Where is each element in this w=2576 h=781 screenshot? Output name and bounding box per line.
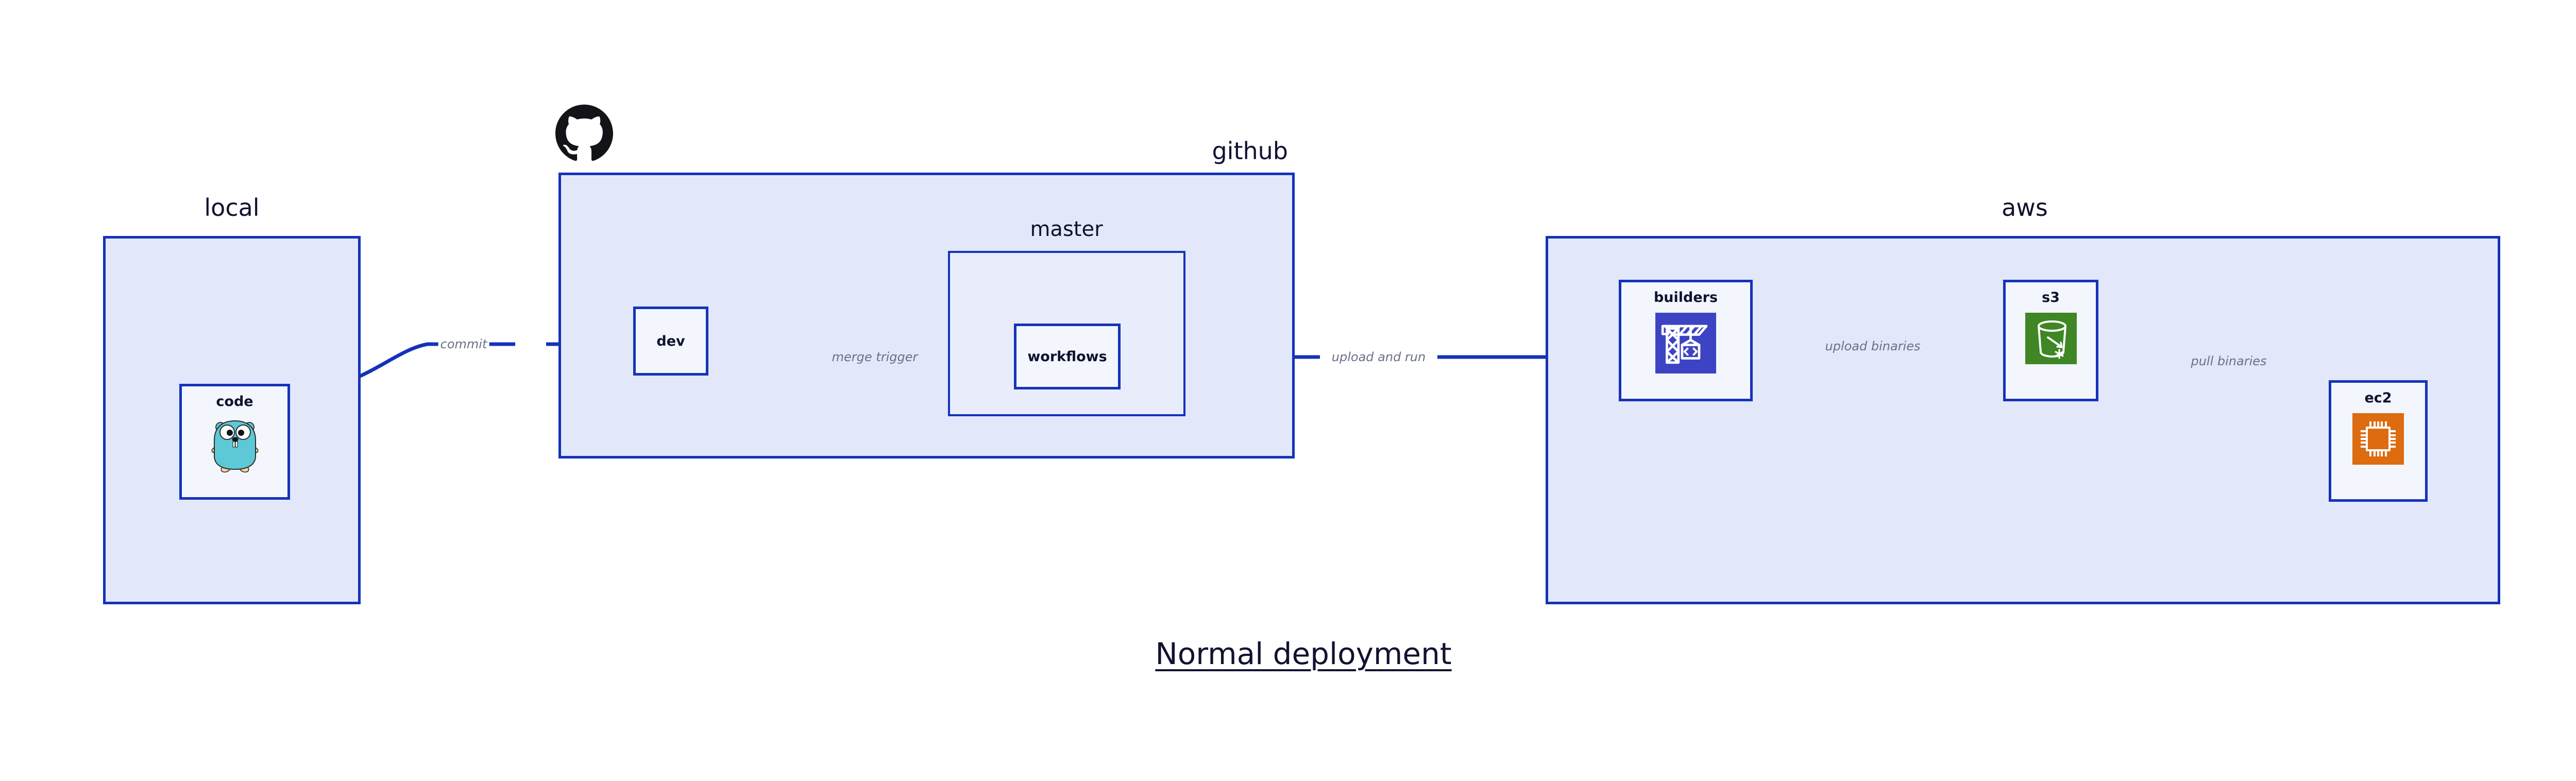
node-label-dev: dev: [656, 333, 685, 349]
node-builders[interactable]: builders: [1619, 280, 1753, 401]
node-dev[interactable]: dev: [633, 307, 708, 376]
edge-label-commit: commit: [438, 338, 489, 350]
node-label-ec2: ec2: [2364, 390, 2392, 406]
edge-label-upload-binaries: upload binaries: [1823, 340, 1923, 352]
edge-label-pull-binaries: pull binaries: [2189, 355, 2269, 367]
aws-s3-bucket-icon: [2025, 313, 2077, 364]
node-label-s3: s3: [2042, 290, 2060, 305]
node-label-workflows: workflows: [1027, 348, 1107, 365]
node-label-code: code: [216, 394, 253, 410]
cluster-label-local: local: [204, 194, 260, 222]
node-ec2[interactable]: ec2: [2329, 380, 2428, 502]
edge-label-upload-and-run: upload and run: [1329, 351, 1428, 363]
aws-codebuild-icon: [1655, 313, 1716, 373]
edge-label-merge-trigger: merge trigger: [829, 351, 920, 363]
cluster-label-aws: aws: [2002, 194, 2048, 222]
diagram-title: Normal deployment: [1155, 636, 1452, 671]
octocat-icon: [555, 105, 613, 162]
cluster-label-github: github: [1212, 137, 1288, 165]
cluster-label-master: master: [1030, 217, 1103, 241]
aws-ec2-chip-icon: [2352, 413, 2404, 465]
node-code[interactable]: code: [179, 384, 290, 500]
go-gopher-icon: [210, 417, 260, 473]
node-s3[interactable]: s3: [2003, 280, 2098, 401]
node-workflows[interactable]: workflows: [1014, 324, 1121, 389]
node-label-builders: builders: [1653, 290, 1718, 305]
